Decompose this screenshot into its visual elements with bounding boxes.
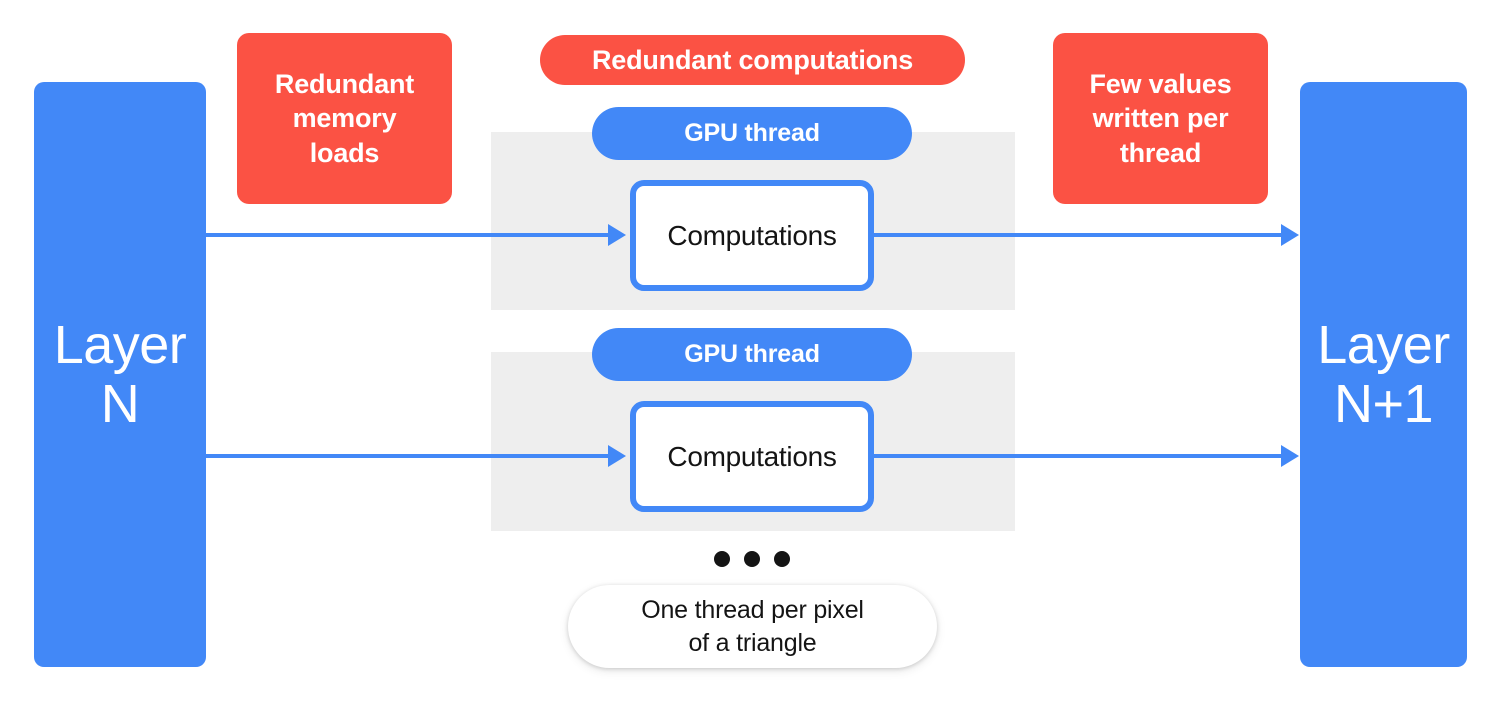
annotation-redundant-memory-loads-label: Redundant memory loads — [275, 67, 414, 169]
redundant-memory-loads-line1: Redundant — [274, 69, 415, 100]
layer-n-line2: N — [100, 373, 140, 434]
annotation-few-values-written: Few values written per thread — [1053, 33, 1268, 204]
caption-one-thread-per-pixel: One thread per pixel of a triangle — [568, 585, 937, 668]
layer-n-plus-1-line2: N+1 — [1333, 373, 1434, 434]
ellipsis-more-threads — [714, 550, 790, 568]
caption-line1: One thread per pixel — [641, 596, 864, 624]
annotation-few-values-written-label: Few values written per thread — [1089, 67, 1231, 169]
gpu-thread-pill-2: GPU thread — [592, 328, 912, 381]
caption-one-thread-per-pixel-label: One thread per pixel of a triangle — [641, 594, 864, 659]
layer-n-plus-1-line1: Layer — [1317, 315, 1450, 376]
few-values-line1: Few values — [1089, 69, 1232, 100]
few-values-line3: thread — [1119, 137, 1202, 168]
computations-box-1: Computations — [630, 180, 874, 291]
annotation-redundant-computations-label: Redundant computations — [591, 44, 914, 75]
annotation-redundant-memory-loads: Redundant memory loads — [237, 33, 452, 204]
layer-n-line1: Layer — [53, 315, 187, 376]
arrow-output-thread-1-head — [1281, 224, 1299, 246]
arrow-input-thread-1-head — [608, 224, 626, 246]
arrow-output-thread-2-head — [1281, 445, 1299, 467]
redundant-memory-loads-line2: memory — [292, 103, 397, 134]
computations-box-2: Computations — [630, 401, 874, 512]
layer-n-plus-1-label: Layer N+1 — [1317, 316, 1450, 433]
arrow-input-thread-2-line — [206, 454, 616, 458]
layer-n-label: Layer N — [54, 316, 187, 433]
arrow-input-thread-2-head — [608, 445, 626, 467]
arrow-input-thread-1-line — [206, 233, 616, 237]
ellipsis-dot-1 — [714, 551, 730, 567]
arrow-output-thread-1-line — [874, 233, 1284, 237]
layer-n-plus-1-block: Layer N+1 — [1300, 82, 1467, 667]
gpu-thread-pill-1: GPU thread — [592, 107, 912, 160]
ellipsis-dot-3 — [774, 551, 790, 567]
gpu-thread-pill-1-label: GPU thread — [684, 119, 820, 147]
layer-n-block: Layer N — [34, 82, 206, 667]
computations-box-2-label: Computations — [667, 440, 837, 472]
few-values-line2: written per — [1092, 103, 1229, 134]
caption-line2: of a triangle — [688, 628, 817, 657]
computations-box-1-label: Computations — [667, 219, 837, 251]
ellipsis-dot-2 — [744, 551, 760, 567]
annotation-redundant-computations: Redundant computations — [540, 35, 965, 85]
gpu-thread-pill-2-label: GPU thread — [684, 340, 820, 368]
arrow-output-thread-2-line — [874, 454, 1284, 458]
redundant-memory-loads-line3: loads — [309, 137, 380, 168]
